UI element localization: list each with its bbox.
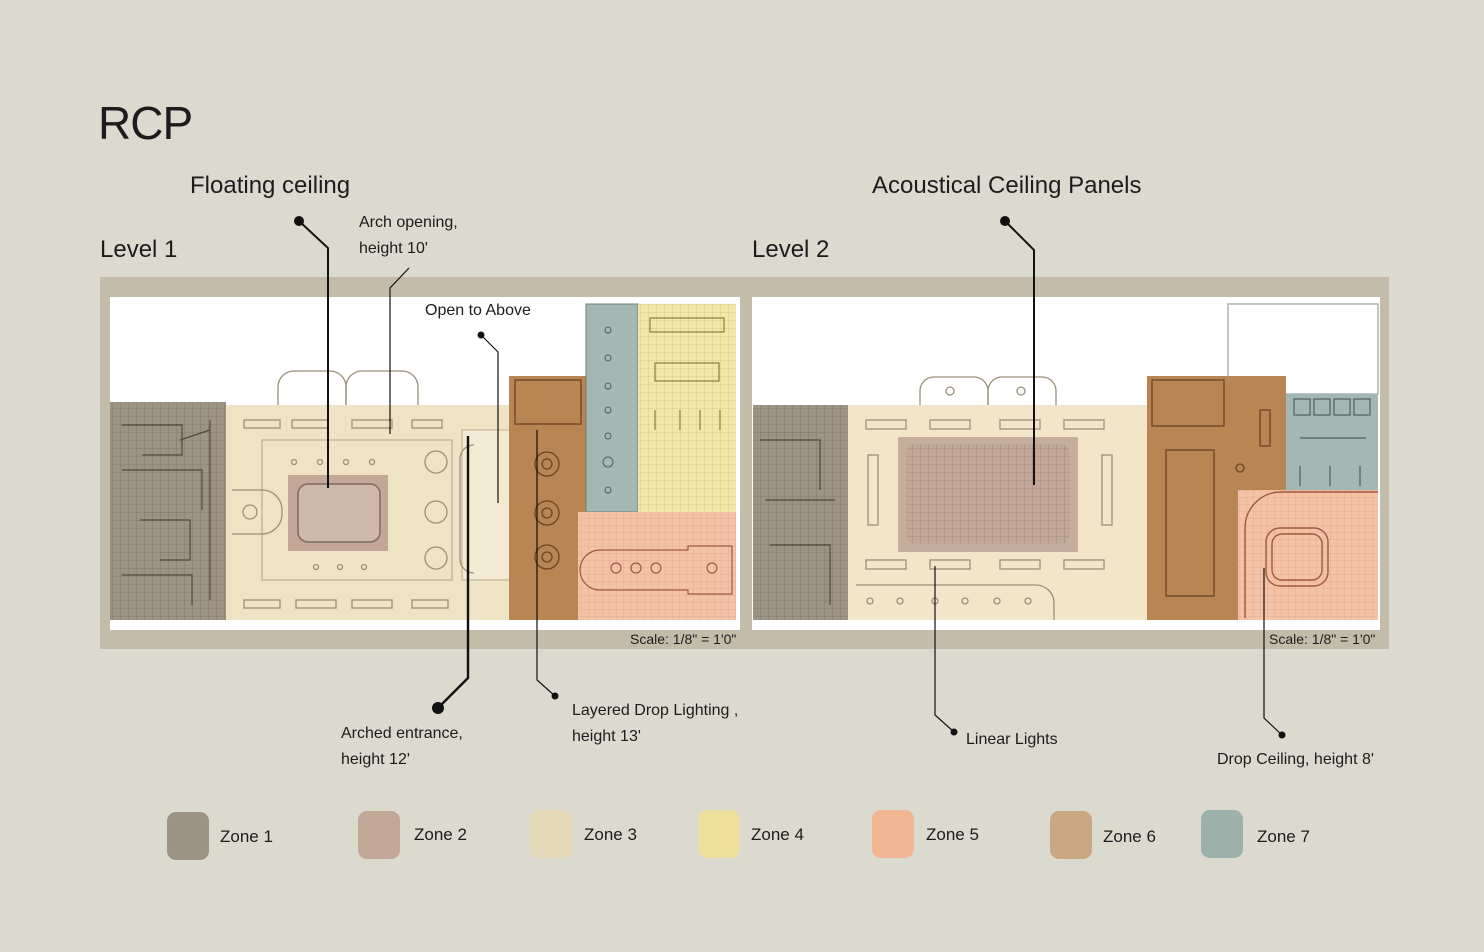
open-to-above-note: Open to Above	[425, 302, 531, 319]
arch-opening-note: Arch opening, height 10'	[359, 210, 458, 262]
leader-lines	[298, 220, 1283, 736]
zone-7-label: Zone 7	[1257, 827, 1310, 846]
zone-3-swatch	[530, 810, 572, 858]
page-title: RCP	[98, 97, 193, 149]
zone-7-swatch	[1201, 810, 1243, 858]
scale-level-1: Scale: 1/8" = 1'0"	[630, 631, 737, 647]
zone-2-label: Zone 2	[414, 825, 467, 844]
layered-drop-lighting-note: Layered Drop Lighting , height 13'	[572, 698, 738, 750]
level-2-plan	[752, 297, 1380, 630]
leader-dots	[294, 216, 1286, 739]
zone-1-swatch	[167, 812, 209, 860]
zone-6-label: Zone 6	[1103, 827, 1156, 846]
arched-entrance-note: Arched entrance, height 12'	[341, 721, 463, 773]
level-1-plan	[110, 297, 740, 630]
arch-opening-line2: height 10'	[359, 240, 428, 257]
layered-drop-line1: Layered Drop Lighting ,	[572, 702, 739, 719]
zone-3-label: Zone 3	[584, 825, 637, 844]
floating-ceiling-heading: Floating ceiling	[190, 172, 351, 199]
layered-drop-line2: height 13'	[572, 728, 641, 745]
zone-6-swatch	[1050, 811, 1092, 859]
arch-opening-line1: Arch opening,	[359, 214, 458, 231]
linear-lights-note: Linear Lights	[966, 731, 1058, 748]
zone-4-swatch	[698, 810, 740, 858]
arched-entrance-line1: Arched entrance,	[341, 725, 463, 742]
zone-1-label: Zone 1	[220, 827, 273, 846]
arched-entrance-line2: height 12'	[341, 751, 410, 768]
level-1-label: Level 1	[100, 236, 178, 263]
acoustical-panels-heading: Acoustical Ceiling Panels	[872, 172, 1142, 199]
level-2-label: Level 2	[752, 236, 830, 263]
scale-level-2: Scale: 1/8" = 1'0"	[1269, 631, 1376, 647]
zone-2-swatch	[358, 811, 400, 859]
zone-5-label: Zone 5	[926, 825, 979, 844]
zone-5-swatch	[872, 810, 914, 858]
drop-ceiling-note: Drop Ceiling, height 8'	[1217, 751, 1374, 768]
zone-4-label: Zone 4	[751, 825, 804, 844]
